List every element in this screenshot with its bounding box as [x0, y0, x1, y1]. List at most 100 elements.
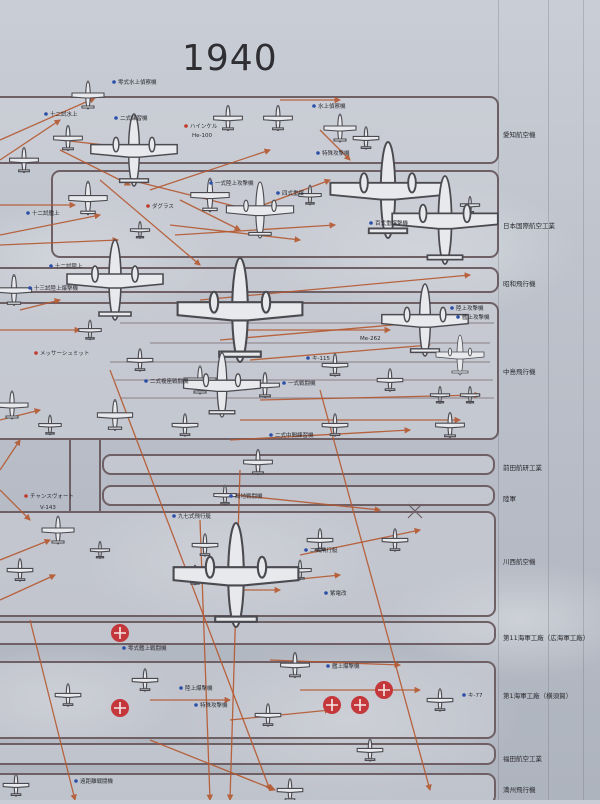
aircraft-silhouette-icon [190, 177, 230, 213]
aircraft-silhouette-icon [459, 386, 481, 404]
aircraft-label: ハインケル [190, 123, 218, 130]
label-dot-icon [179, 686, 183, 690]
label-dot-icon [28, 286, 32, 290]
bomber-silhouette-icon [172, 521, 300, 629]
lineage-arrow [129, 179, 252, 212]
aircraft-label: 特殊攻撃機 [200, 701, 228, 709]
roundel-cross [114, 702, 126, 714]
aircraft-label: 十三試陸上爆撃機 [34, 284, 79, 292]
label-dot-icon [74, 779, 78, 783]
manufacturer-label-rikugun: 陸軍 [503, 495, 516, 503]
aircraft-label: キ-77 [468, 693, 483, 699]
label-dot-icon [316, 151, 320, 155]
roundel-cross [378, 684, 390, 696]
aircraft-silhouette-icon [2, 773, 30, 797]
aircraft-silhouette-icon [213, 484, 237, 506]
lineage-arrow [249, 342, 432, 361]
label-dot-icon [209, 181, 213, 185]
lineage-arrow [0, 236, 120, 246]
bomber-silhouette-icon [182, 352, 262, 418]
label-dot-icon [282, 381, 286, 385]
aircraft-label: 二式中間練習機 [275, 431, 314, 439]
aircraft-label: 零式水上偵察機 [118, 78, 157, 86]
roundel-cross [114, 627, 126, 639]
roundel-cross [354, 699, 366, 711]
label-dot-icon [122, 646, 126, 650]
manufacturer-label-fukuda: 福田航空工業 [503, 755, 542, 763]
aircraft-silhouette-icon [129, 221, 151, 239]
lineage-arrow [0, 119, 61, 161]
label-dot-icon [369, 221, 373, 225]
lineage-arrow [269, 659, 402, 669]
label-dot-icon [172, 514, 176, 518]
roundel-cross [326, 699, 338, 711]
label-dot-icon [26, 211, 30, 215]
manufacturer-lane-maeda [102, 454, 495, 475]
label-dot-icon [324, 591, 328, 595]
manufacturer-label-nakajima: 中島飛行機 [503, 368, 536, 376]
label-dot-icon [326, 664, 330, 668]
lineage-arrow [149, 148, 272, 191]
label-dot-icon [44, 112, 48, 116]
aircraft-silhouette-icon [435, 411, 465, 439]
manufacturer-label-navy-1: 第1海軍工廠（横須賀） [503, 692, 573, 700]
aircraft-label: 四式重爆 [282, 189, 305, 197]
label-dot-icon [114, 116, 118, 120]
bomber-silhouette-icon [435, 334, 485, 376]
aircraft-label: 局地戦闘機 [235, 492, 263, 500]
aircraft-silhouette-icon [89, 541, 111, 559]
label-dot-icon [144, 379, 148, 383]
aircraft-silhouette-icon [298, 184, 322, 206]
label-dot-icon [194, 703, 198, 707]
aircraft-silhouette-icon [171, 413, 199, 437]
aircraft-label: 零式艦上戦闘機 [128, 644, 167, 652]
aircraft-silhouette-icon [38, 414, 62, 436]
lane-connector [69, 440, 101, 512]
lineage-arrow [234, 494, 382, 513]
column-divider [583, 0, 584, 800]
aircraft-label: 艦上攻撃機 [462, 313, 490, 321]
aircraft-silhouette-icon [426, 688, 454, 712]
aircraft-silhouette-icon [321, 353, 349, 377]
aircraft-silhouette-icon [306, 528, 334, 552]
aircraft-silhouette-icon [96, 399, 134, 431]
bomber-silhouette-icon [225, 181, 295, 239]
aircraft-silhouette-icon [131, 668, 159, 692]
year-heading: 1940 [182, 38, 278, 79]
aircraft-label: 特殊攻撃機 [322, 149, 350, 157]
label-dot-icon [456, 315, 460, 319]
lineage-arrow [174, 222, 337, 236]
aircraft-silhouette-icon [376, 368, 404, 392]
aircraft-silhouette-icon [68, 180, 108, 216]
manufacturer-lane-manshu [0, 773, 496, 804]
manufacturer-label-showa: 昭和飛行機 [503, 280, 536, 288]
lineage-arrow [99, 179, 201, 266]
manufacturer-label-kawanishi: 川西航空機 [503, 558, 536, 566]
aircraft-silhouette-icon [254, 703, 282, 727]
aircraft-label: He-100 [192, 133, 213, 139]
aircraft-silhouette-icon [54, 683, 82, 707]
bomber-silhouette-icon [90, 113, 178, 187]
manufacturer-label-navy-11: 第11海軍工廠（広海軍工廠） [503, 634, 590, 642]
aircraft-label: 艦上爆撃機 [332, 662, 360, 670]
manufacturer-label-aichi: 愛知航空機 [503, 131, 536, 139]
aircraft-silhouette-icon [53, 124, 83, 152]
aircraft-silhouette-icon [126, 348, 154, 372]
aircraft-label: 遠距離戦闘機 [80, 777, 114, 785]
aircraft-label: 十二試艦上 [32, 209, 60, 217]
aircraft-silhouette-icon [243, 448, 273, 476]
lineage-arrow [0, 439, 21, 471]
lineage-arrow [0, 212, 102, 236]
aircraft-label: 二式練習機 [120, 114, 148, 122]
bomber-silhouette-icon [176, 256, 304, 364]
bomber-silhouette-icon [66, 239, 164, 321]
aircraft-silhouette-icon [280, 651, 310, 679]
lineage-arrow [0, 538, 52, 561]
aircraft-silhouette-icon [429, 386, 451, 404]
aircraft-label: メッサーシュミット [40, 350, 89, 357]
aircraft-label: 十二試水上 [50, 110, 78, 118]
lineage-arrow [0, 574, 56, 601]
manufacturer-lane-rikugun [102, 485, 495, 506]
aircraft-label: キ-115 [312, 356, 330, 362]
